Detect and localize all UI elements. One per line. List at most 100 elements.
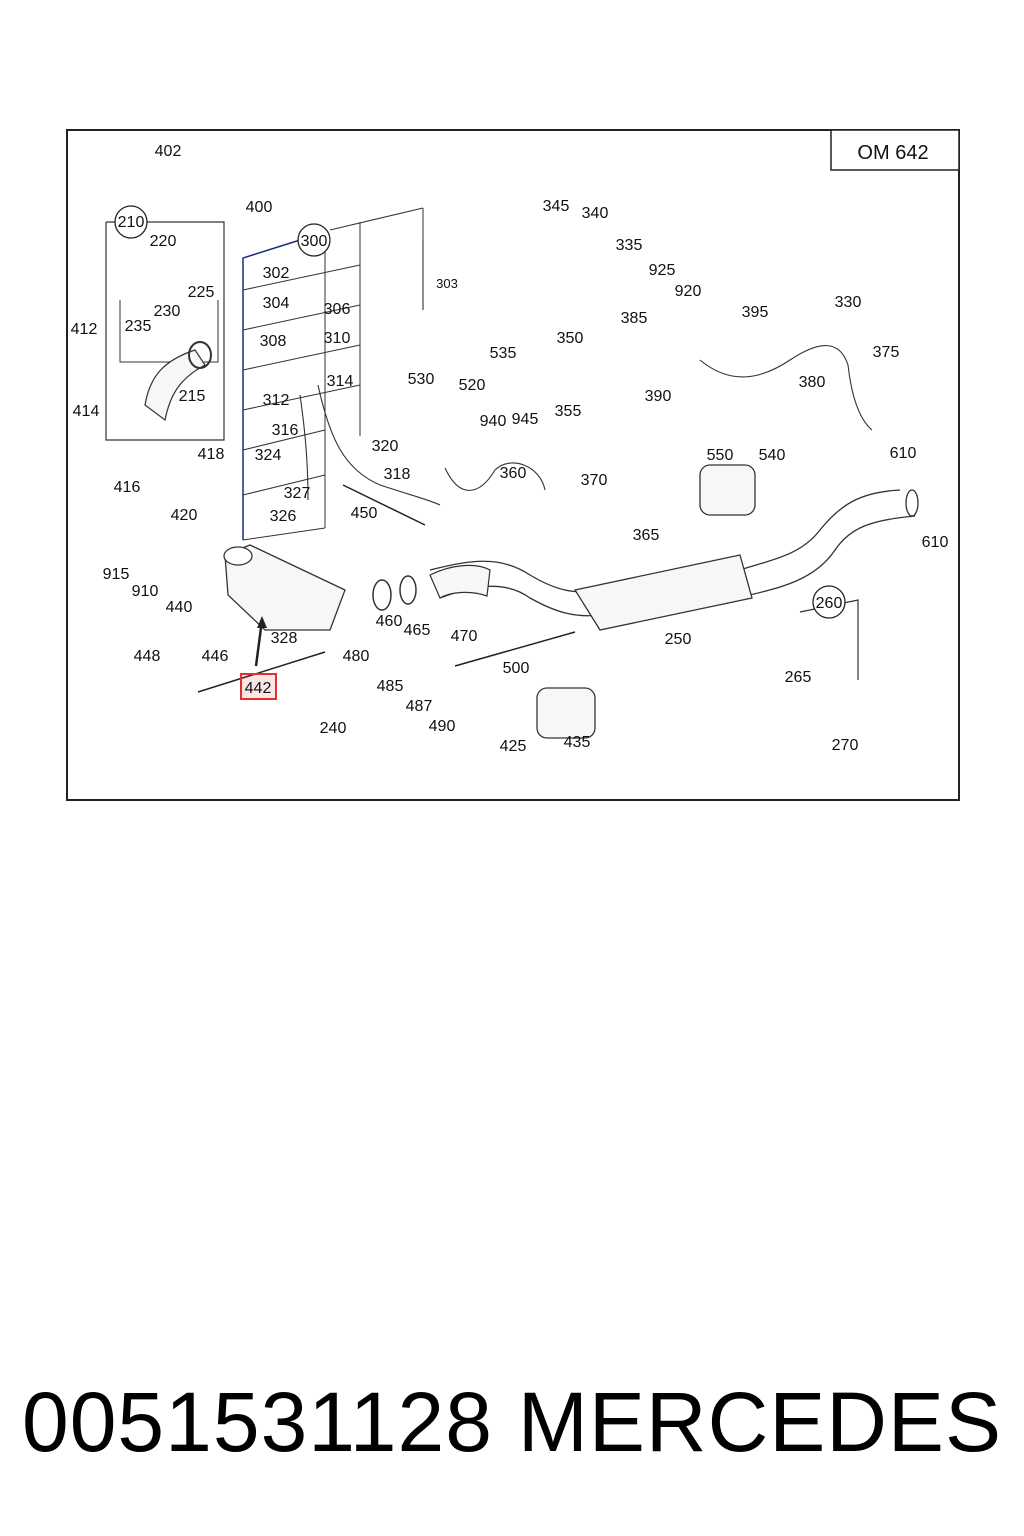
part-label-440[interactable]: 440	[166, 599, 193, 616]
part-label-416[interactable]: 416	[114, 479, 141, 496]
sensor-lead-500	[454, 631, 576, 667]
flex-pipe-215	[144, 349, 206, 422]
part-label-925[interactable]: 925	[649, 262, 676, 279]
part-label-312[interactable]: 312	[263, 392, 290, 409]
part-label-450[interactable]: 450	[351, 505, 378, 522]
gasket-215	[188, 341, 212, 369]
part-label-400[interactable]: 400	[246, 199, 273, 216]
part-label-318[interactable]: 318	[384, 466, 411, 483]
part-label-310[interactable]: 310	[324, 330, 351, 347]
part-label-530[interactable]: 530	[408, 371, 435, 388]
engine-label: OM 642	[857, 142, 928, 164]
part-number: 005153​1128	[22, 1374, 493, 1469]
group-300-rungs	[242, 264, 361, 541]
part-label-327[interactable]: 327	[284, 485, 311, 502]
part-label-324[interactable]: 324	[255, 447, 282, 464]
front-pipe	[429, 564, 491, 599]
part-label-235[interactable]: 235	[125, 318, 152, 335]
part-label-520[interactable]: 520	[459, 377, 486, 394]
part-label-920[interactable]: 920	[675, 283, 702, 300]
part-label-230[interactable]: 230	[154, 303, 181, 320]
part-label-490[interactable]: 490	[429, 718, 456, 735]
part-label-610[interactable]: 610	[922, 534, 949, 551]
part-label-302[interactable]: 302	[263, 265, 290, 282]
part-label-320[interactable]: 320	[372, 438, 399, 455]
part-label-265[interactable]: 265	[785, 669, 812, 686]
part-label-470[interactable]: 470	[451, 628, 478, 645]
part-label-370[interactable]: 370	[581, 472, 608, 489]
part-label-330[interactable]: 330	[835, 294, 862, 311]
part-label-306[interactable]: 306	[324, 301, 351, 318]
part-label-350[interactable]: 350	[557, 330, 584, 347]
part-label-380[interactable]: 380	[799, 374, 826, 391]
part-label-446[interactable]: 446	[202, 648, 229, 665]
part-label-402[interactable]: 402	[155, 143, 182, 160]
sensor-lead-442	[197, 651, 326, 693]
arrow-442-head	[257, 616, 267, 628]
part-label-540[interactable]: 540	[759, 447, 786, 464]
gasket-460	[372, 579, 392, 611]
brand-name: MERCEDES	[517, 1374, 1002, 1469]
part-label-215[interactable]: 215	[179, 388, 206, 405]
part-label-915[interactable]: 915	[103, 566, 130, 583]
part-label-940[interactable]: 940	[480, 413, 507, 430]
group-210-box	[105, 221, 225, 441]
part-label-375[interactable]: 375	[873, 344, 900, 361]
silencer-550	[699, 464, 756, 516]
part-label-314[interactable]: 314	[327, 373, 354, 390]
part-label-390[interactable]: 390	[645, 388, 672, 405]
part-label-308[interactable]: 308	[260, 333, 287, 350]
part-label-385[interactable]: 385	[621, 310, 648, 327]
part-label-340[interactable]: 340	[582, 205, 609, 222]
part-label-487[interactable]: 487	[406, 698, 433, 715]
part-label-220[interactable]: 220	[150, 233, 177, 250]
part-label-335[interactable]: 335	[616, 237, 643, 254]
part-label-highlighted[interactable]: 442	[245, 680, 272, 697]
part-label-465[interactable]: 465	[404, 622, 431, 639]
caption: 005153​1128 MERCEDES	[0, 1362, 1024, 1482]
part-label-550[interactable]: 550	[707, 447, 734, 464]
particulate-filter-328	[224, 544, 346, 631]
part-label-420[interactable]: 420	[171, 507, 198, 524]
part-label-250[interactable]: 250	[665, 631, 692, 648]
part-label-448[interactable]: 448	[134, 648, 161, 665]
part-label-303[interactable]: 303	[436, 276, 458, 291]
part-label-355[interactable]: 355	[555, 403, 582, 420]
part-label-535[interactable]: 535	[490, 345, 517, 362]
sensor-cables	[299, 240, 873, 506]
part-label-395[interactable]: 395	[742, 304, 769, 321]
part-label-345[interactable]: 345	[543, 198, 570, 215]
group-label-210: 210	[118, 214, 145, 231]
part-label-360[interactable]: 360	[500, 465, 527, 482]
group-260-badge	[812, 585, 846, 619]
group-label-260: 260	[816, 595, 843, 612]
part-label-485[interactable]: 485	[377, 678, 404, 695]
part-label-365[interactable]: 365	[633, 527, 660, 544]
part-label-910[interactable]: 910	[132, 583, 159, 600]
part-label-418[interactable]: 418	[198, 446, 225, 463]
part-label-414[interactable]: 414	[73, 403, 100, 420]
group-label-300: 300	[301, 233, 328, 250]
part-label-412[interactable]: 412	[71, 321, 98, 338]
part-label-270[interactable]: 270	[832, 737, 859, 754]
engine-label-box	[830, 129, 960, 171]
part-label-225[interactable]: 225	[188, 284, 215, 301]
part-label-240[interactable]: 240	[320, 720, 347, 737]
dpf-inlet	[223, 546, 253, 566]
part-label-316[interactable]: 316	[272, 422, 299, 439]
part-label-425[interactable]: 425	[500, 738, 527, 755]
part-label-945[interactable]: 945	[512, 411, 539, 428]
group-300-bracket	[242, 239, 301, 540]
part-label-500[interactable]: 500	[503, 660, 530, 677]
part-label-326[interactable]: 326	[270, 508, 297, 525]
silencer-435	[536, 687, 596, 739]
part-label-480[interactable]: 480	[343, 648, 370, 665]
part-label-610[interactable]: 610	[890, 445, 917, 462]
group-210-badge	[114, 205, 148, 239]
part-label-460[interactable]: 460	[376, 613, 403, 630]
part-label-328[interactable]: 328	[271, 630, 298, 647]
part-label-304[interactable]: 304	[263, 295, 290, 312]
part-label-435[interactable]: 435	[564, 734, 591, 751]
diagram-frame	[66, 129, 960, 801]
